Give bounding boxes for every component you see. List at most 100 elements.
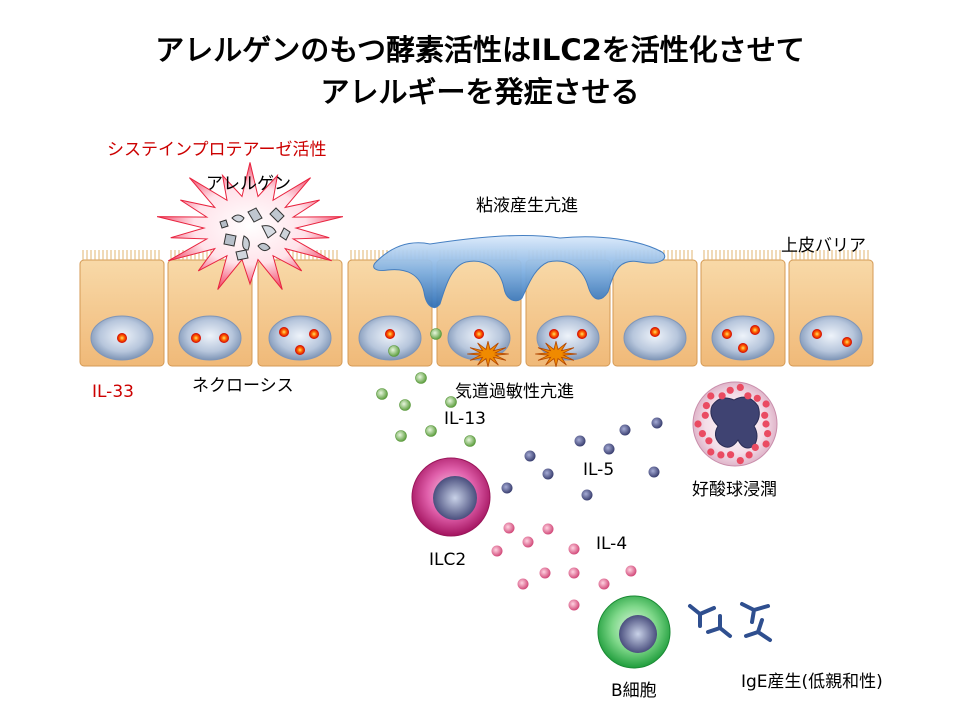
il33-spot: [738, 343, 748, 353]
il13-dot: [376, 388, 388, 400]
il4-dot: [503, 522, 515, 534]
b-cell: [597, 595, 671, 669]
granule: [726, 386, 734, 394]
cell-nucleus: [623, 315, 687, 361]
il33-spot: [577, 329, 587, 339]
il13-label: IL-13: [444, 409, 486, 429]
il5-dot: [603, 443, 615, 455]
allergen-burst: [156, 162, 344, 290]
il33-spot: [279, 327, 289, 337]
il13-dot: [395, 430, 407, 442]
il33-spot: [219, 333, 229, 343]
il13-dot: [430, 328, 442, 340]
page-title-line1: アレルゲンのもつ酵素活性はILC2を活性化させて: [155, 33, 805, 67]
antibody-icon: [706, 614, 732, 638]
epithelial-cell: [79, 250, 165, 367]
necrosis-label: ネクローシス: [192, 376, 294, 396]
il5-dot: [619, 424, 631, 436]
il13-dot: [388, 345, 400, 357]
il5-dot: [648, 466, 660, 478]
epithelial-cell: [788, 250, 874, 367]
antibody-icon: [744, 618, 772, 642]
granule: [762, 420, 770, 428]
ige-label: IgE産生(低親和性): [741, 672, 883, 692]
granule: [707, 448, 715, 456]
epithelial-cell: [347, 250, 433, 367]
eosinophil-cell: [692, 381, 778, 467]
granule: [744, 392, 752, 400]
allergen-burst-star: [156, 162, 344, 290]
il5-dot: [542, 468, 554, 480]
il4-dot: [568, 567, 580, 579]
il33-spot: [117, 333, 127, 343]
il5-dot: [581, 489, 593, 501]
spark-icons: [467, 341, 577, 367]
il33-spot: [295, 345, 305, 355]
granule: [694, 420, 702, 428]
antibody-icon: [688, 604, 716, 628]
il4-dot: [491, 545, 503, 557]
granule: [705, 437, 713, 445]
mucus-layer: [373, 235, 666, 308]
granule: [745, 451, 753, 459]
il4-label: IL-4: [596, 534, 628, 554]
granule: [736, 457, 744, 465]
epithelial-cell: [612, 250, 698, 367]
spark-icon: [467, 341, 509, 367]
epithelial-layer: [79, 250, 874, 367]
il33-spot: [842, 337, 852, 347]
granule: [718, 392, 726, 400]
page-title-line2: アレルギーを発症させる: [320, 75, 640, 109]
eosinophil-nucleus: [710, 396, 760, 449]
granule: [701, 411, 709, 419]
granule: [753, 394, 761, 402]
il33-spot: [385, 329, 395, 339]
il33-spot: [812, 329, 822, 339]
il4-dot: [517, 578, 529, 590]
ilc2-label: ILC2: [429, 550, 467, 570]
granule: [762, 440, 770, 448]
il5-dot: [574, 435, 586, 447]
il4-dot: [568, 543, 580, 555]
epithelial-cell: [700, 250, 786, 367]
il4-dot: [542, 523, 554, 535]
il4-dot: [625, 565, 637, 577]
cell-nucleus: [799, 315, 863, 361]
il13-dot: [415, 372, 427, 384]
antibody-icon: [740, 602, 770, 624]
granule: [764, 430, 772, 438]
granule: [727, 451, 735, 459]
il33-spot: [549, 329, 559, 339]
granule: [751, 443, 759, 451]
epithelial-cell: [167, 250, 253, 367]
il13-dot: [464, 435, 476, 447]
il33-spot: [650, 327, 660, 337]
il13-dot: [399, 399, 411, 411]
il13-dot: [425, 425, 437, 437]
spark-icon: [535, 341, 577, 367]
il4-dot: [568, 599, 580, 611]
granule: [707, 392, 715, 400]
granule: [736, 383, 744, 391]
granule: [702, 402, 711, 410]
protease-activity-label: システインプロテアーゼ活性: [107, 140, 327, 160]
granule: [698, 430, 707, 438]
allergen-particles-icon: [219, 207, 291, 261]
il5-dot: [524, 450, 536, 462]
il33-spot: [474, 329, 484, 339]
cytokine-dots: [376, 328, 663, 611]
il4-dot: [539, 567, 551, 579]
il33-label: IL-33: [92, 382, 134, 402]
il5-dot: [501, 482, 513, 494]
il33-spot: [309, 329, 319, 339]
eosinophil-granules: [694, 383, 772, 465]
cell-nucleus: [178, 315, 242, 361]
mucus-label: 粘液産生亢進: [476, 196, 578, 216]
b-cell-label: B細胞: [611, 681, 657, 701]
cell-nucleus: [711, 315, 775, 361]
ilc2-cell: [411, 457, 491, 537]
il13-dot: [445, 396, 457, 408]
airway-hyperresponsiveness-label: 気道過敏性亢進: [455, 382, 574, 402]
eosinophil-label: 好酸球浸潤: [692, 480, 777, 500]
